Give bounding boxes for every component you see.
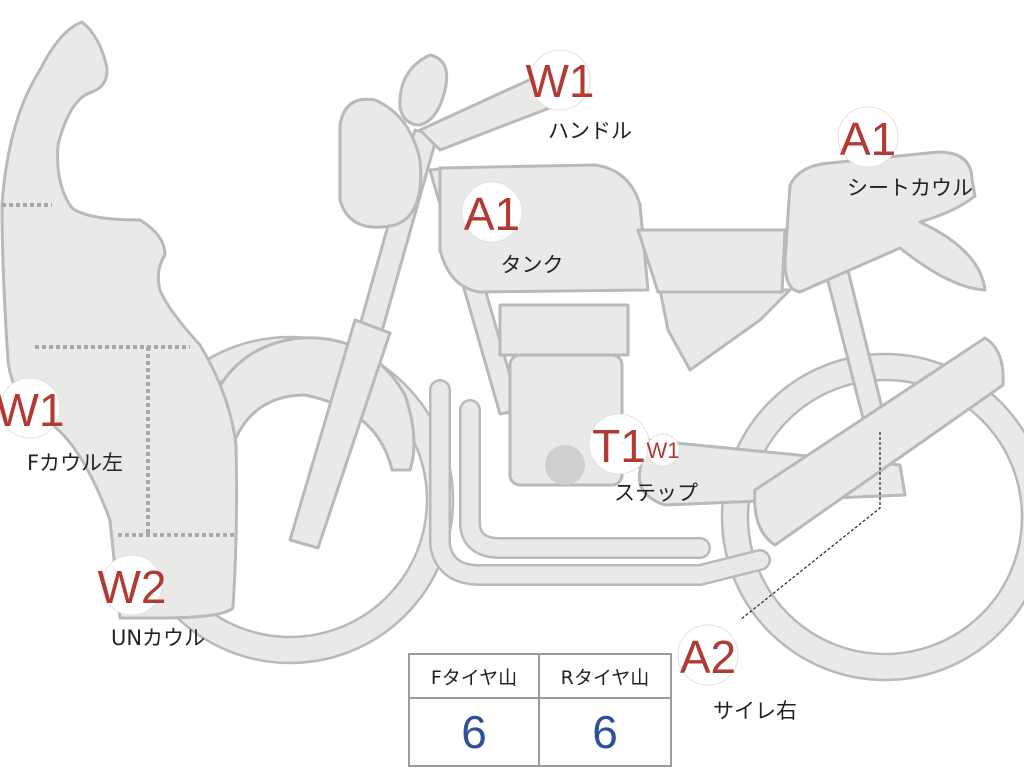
marker-f-cowl-left: W1 Fカウル左 bbox=[0, 377, 123, 475]
silencer bbox=[753, 336, 1005, 547]
marker-code: A2 bbox=[680, 631, 736, 683]
marker-seat-cowl: A1 シートカウル bbox=[837, 106, 973, 200]
marker-silencer-right: A2 サイレ右 bbox=[677, 624, 797, 723]
seat bbox=[636, 228, 787, 294]
fork-lower bbox=[288, 318, 392, 550]
front-tire-header: Fタイヤ山 bbox=[410, 655, 540, 699]
marker-code: W1 bbox=[526, 55, 595, 107]
rear-tire-value: 6 bbox=[592, 706, 618, 758]
marker-label: Fカウル左 bbox=[27, 451, 123, 475]
marker-handle: W1 ハンドル bbox=[526, 49, 632, 143]
marker-sub-code: W1 bbox=[647, 438, 680, 463]
cowl-panel-seams bbox=[2, 203, 234, 537]
mirror bbox=[398, 53, 449, 127]
marker-code: W1 bbox=[0, 384, 65, 436]
exhaust-pipes bbox=[429, 379, 771, 586]
marker-label: ハンドル bbox=[548, 119, 632, 143]
marker-label: UNカウル bbox=[111, 626, 205, 650]
front-tire-value: 6 bbox=[410, 699, 540, 765]
marker-tank: A1 タンク bbox=[461, 181, 564, 277]
front-cowl bbox=[0, 20, 239, 620]
marker-label: シートカウル bbox=[847, 176, 973, 200]
headlight bbox=[338, 97, 423, 229]
tire-tread-table: Fタイヤ山 Rタイヤ山 6 6 bbox=[408, 653, 672, 767]
seat-cowl bbox=[783, 150, 987, 294]
rear-wheel bbox=[720, 352, 1024, 682]
rear-tire-header: Rタイヤ山 bbox=[540, 655, 670, 699]
marker-label: ステップ bbox=[614, 481, 698, 505]
silencer-leader-line bbox=[739, 432, 881, 621]
marker-un-cowl: W2 UNカウル bbox=[98, 554, 205, 650]
marker-code: T1 bbox=[592, 420, 646, 472]
marker-code: A1 bbox=[840, 113, 896, 165]
marker-code: A1 bbox=[464, 188, 520, 240]
marker-step: T1 W1 ステップ bbox=[588, 413, 698, 505]
side-panel bbox=[658, 288, 792, 372]
marker-label: サイレ右 bbox=[713, 699, 797, 723]
marker-label: タンク bbox=[501, 253, 564, 277]
marker-code: W2 bbox=[98, 561, 167, 613]
front-fender bbox=[213, 336, 416, 472]
